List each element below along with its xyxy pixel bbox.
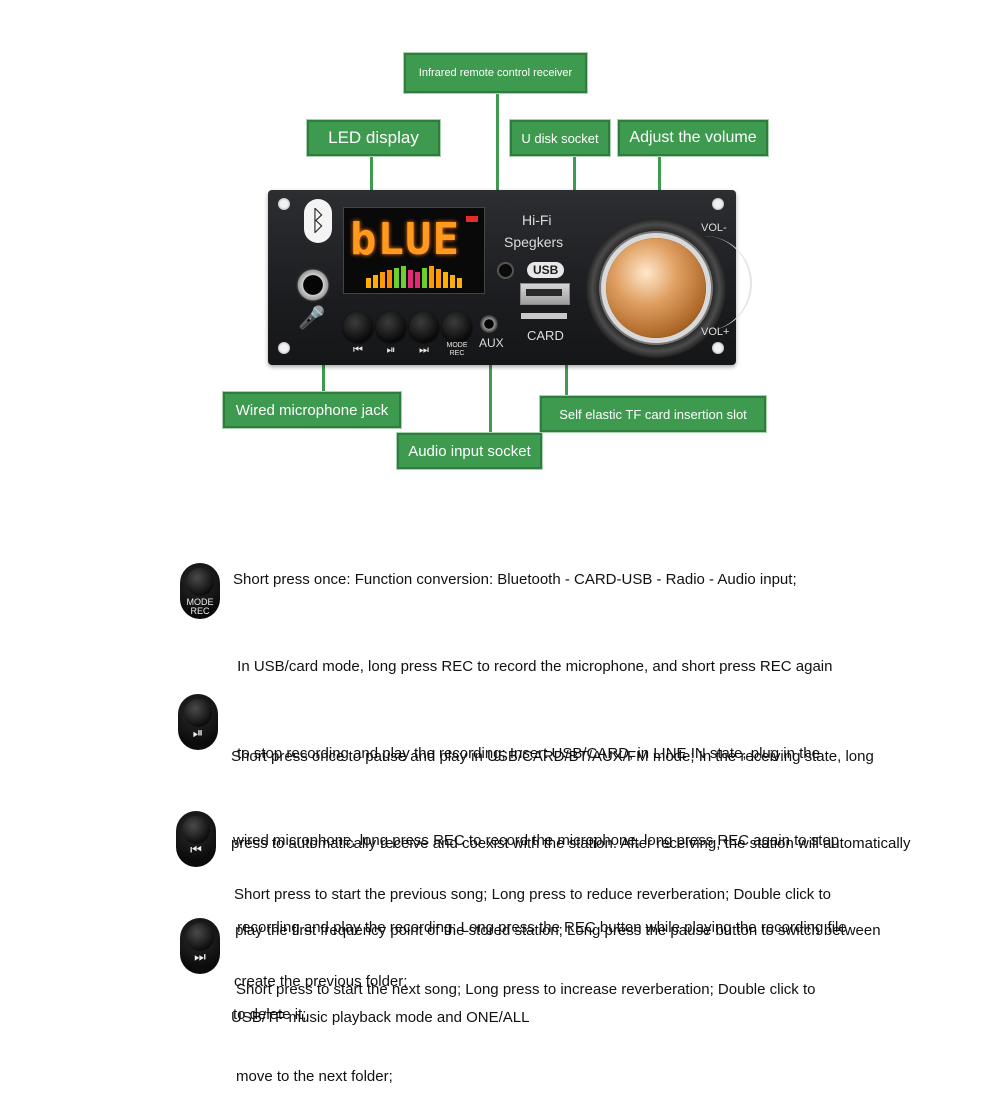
mount-hole-tr <box>712 198 724 210</box>
card-label: CARD <box>527 328 564 343</box>
mode-rec-button-icon: MODE REC <box>180 563 220 619</box>
leader-ir <box>496 92 499 262</box>
hifi-label-1: Hi-Fi <box>522 212 552 228</box>
callout-u-disk-socket: U disk socket <box>510 120 610 156</box>
mode-line: to stop recording and play the recording… <box>233 745 820 762</box>
vol-minus-label: VOL- <box>701 222 727 234</box>
mount-hole-br <box>712 342 724 354</box>
microphone-icon: 🎤 <box>298 305 326 330</box>
callout-tf-slot: Self elastic TF card insertion slot <box>540 396 766 432</box>
mode-line: wired microphone, long press REC to reco… <box>233 832 840 849</box>
aux-jack[interactable] <box>480 315 498 333</box>
ir-receiver <box>497 262 514 279</box>
volume-knob[interactable] <box>606 238 706 338</box>
prev-description: Short press to start the previous song; … <box>234 822 831 1025</box>
previous-glyph: ⏮ <box>190 842 202 857</box>
callout-led-display: LED display <box>307 120 440 156</box>
microphone-jack[interactable] <box>296 268 330 302</box>
mount-hole-tl <box>278 198 290 210</box>
vol-plus-label: VOL+ <box>701 326 730 338</box>
leader-led <box>370 155 373 212</box>
next-line: move to the next folder; <box>236 1068 393 1085</box>
next-description: Short press to start the next song; Long… <box>236 917 815 1120</box>
callout-adjust-volume: Adjust the volume <box>618 120 768 156</box>
next-icon: ⏭ <box>419 344 429 356</box>
usb-label: USB <box>527 262 565 278</box>
mode-rec-line1: MODE <box>186 597 214 607</box>
play-line: press to automatically receive and coexi… <box>231 835 911 852</box>
play-pause-button-icon: ⏯ <box>178 694 218 750</box>
leader-aux <box>489 325 492 435</box>
led-display: bLUE <box>343 207 485 294</box>
callout-mic-jack: Wired microphone jack <box>223 392 401 428</box>
play-line: Short press once to pause and play in US… <box>231 748 874 765</box>
mode-label: MODE <box>446 342 468 349</box>
mode-line: In USB/card mode, long press REC to reco… <box>233 658 833 675</box>
callout-mic-text: Wired microphone jack <box>235 401 389 419</box>
callout-aux-text: Audio input socket <box>408 442 531 460</box>
play-pause-icon: ⏯ <box>386 344 396 356</box>
callout-tf-text: Self elastic TF card insertion slot <box>559 406 747 422</box>
callout-ir-text: Infrared remote control receiver <box>418 67 573 79</box>
aux-label: AUX <box>479 336 504 350</box>
prev-line: Short press to start the previous song; … <box>234 886 831 903</box>
lcd-indicator <box>466 216 478 222</box>
play-line: play the first frequency point of the st… <box>231 922 881 939</box>
mode-rec-button[interactable] <box>442 312 472 342</box>
next-button[interactable] <box>409 312 439 342</box>
lcd-spectrum <box>366 264 476 288</box>
usb-socket[interactable] <box>520 283 570 305</box>
play-pause-button[interactable] <box>376 312 406 342</box>
next-button-icon: ⏭ <box>180 918 220 974</box>
mode-line: recording and play the recording; Long p… <box>233 919 847 936</box>
mount-hole-bl <box>278 342 290 354</box>
next-glyph: ⏭ <box>194 949 206 964</box>
previous-button-icon: ⏮ <box>176 811 216 867</box>
bluetooth-icon: ᛒ <box>304 199 332 243</box>
callout-audio-input: Audio input socket <box>397 433 542 469</box>
hifi-label-2: Spegkers <box>504 234 564 250</box>
prev-line: create the previous folder; <box>234 973 408 990</box>
tf-card-slot[interactable] <box>521 313 567 319</box>
previous-button[interactable] <box>343 312 373 342</box>
callout-led-text: LED display <box>328 128 419 147</box>
next-line: Short press to start the next song; Long… <box>236 981 816 998</box>
callout-volume-text: Adjust the volume <box>629 129 757 146</box>
callout-ir-receiver: Infrared remote control receiver <box>404 53 587 93</box>
mode-line: Short press once: Function conversion: B… <box>233 571 797 588</box>
volume-arc <box>690 236 752 331</box>
rec-label: REC <box>449 350 465 357</box>
callout-udisk-text: U disk socket <box>521 130 599 146</box>
mode-rec-line2: REC <box>190 606 210 616</box>
previous-icon: ⏮ <box>353 344 363 356</box>
play-pause-glyph: ⏯ <box>192 725 204 740</box>
mode-description: Short press once: Function conversion: B… <box>233 507 847 1058</box>
lcd-digits: bLUE <box>350 214 460 265</box>
